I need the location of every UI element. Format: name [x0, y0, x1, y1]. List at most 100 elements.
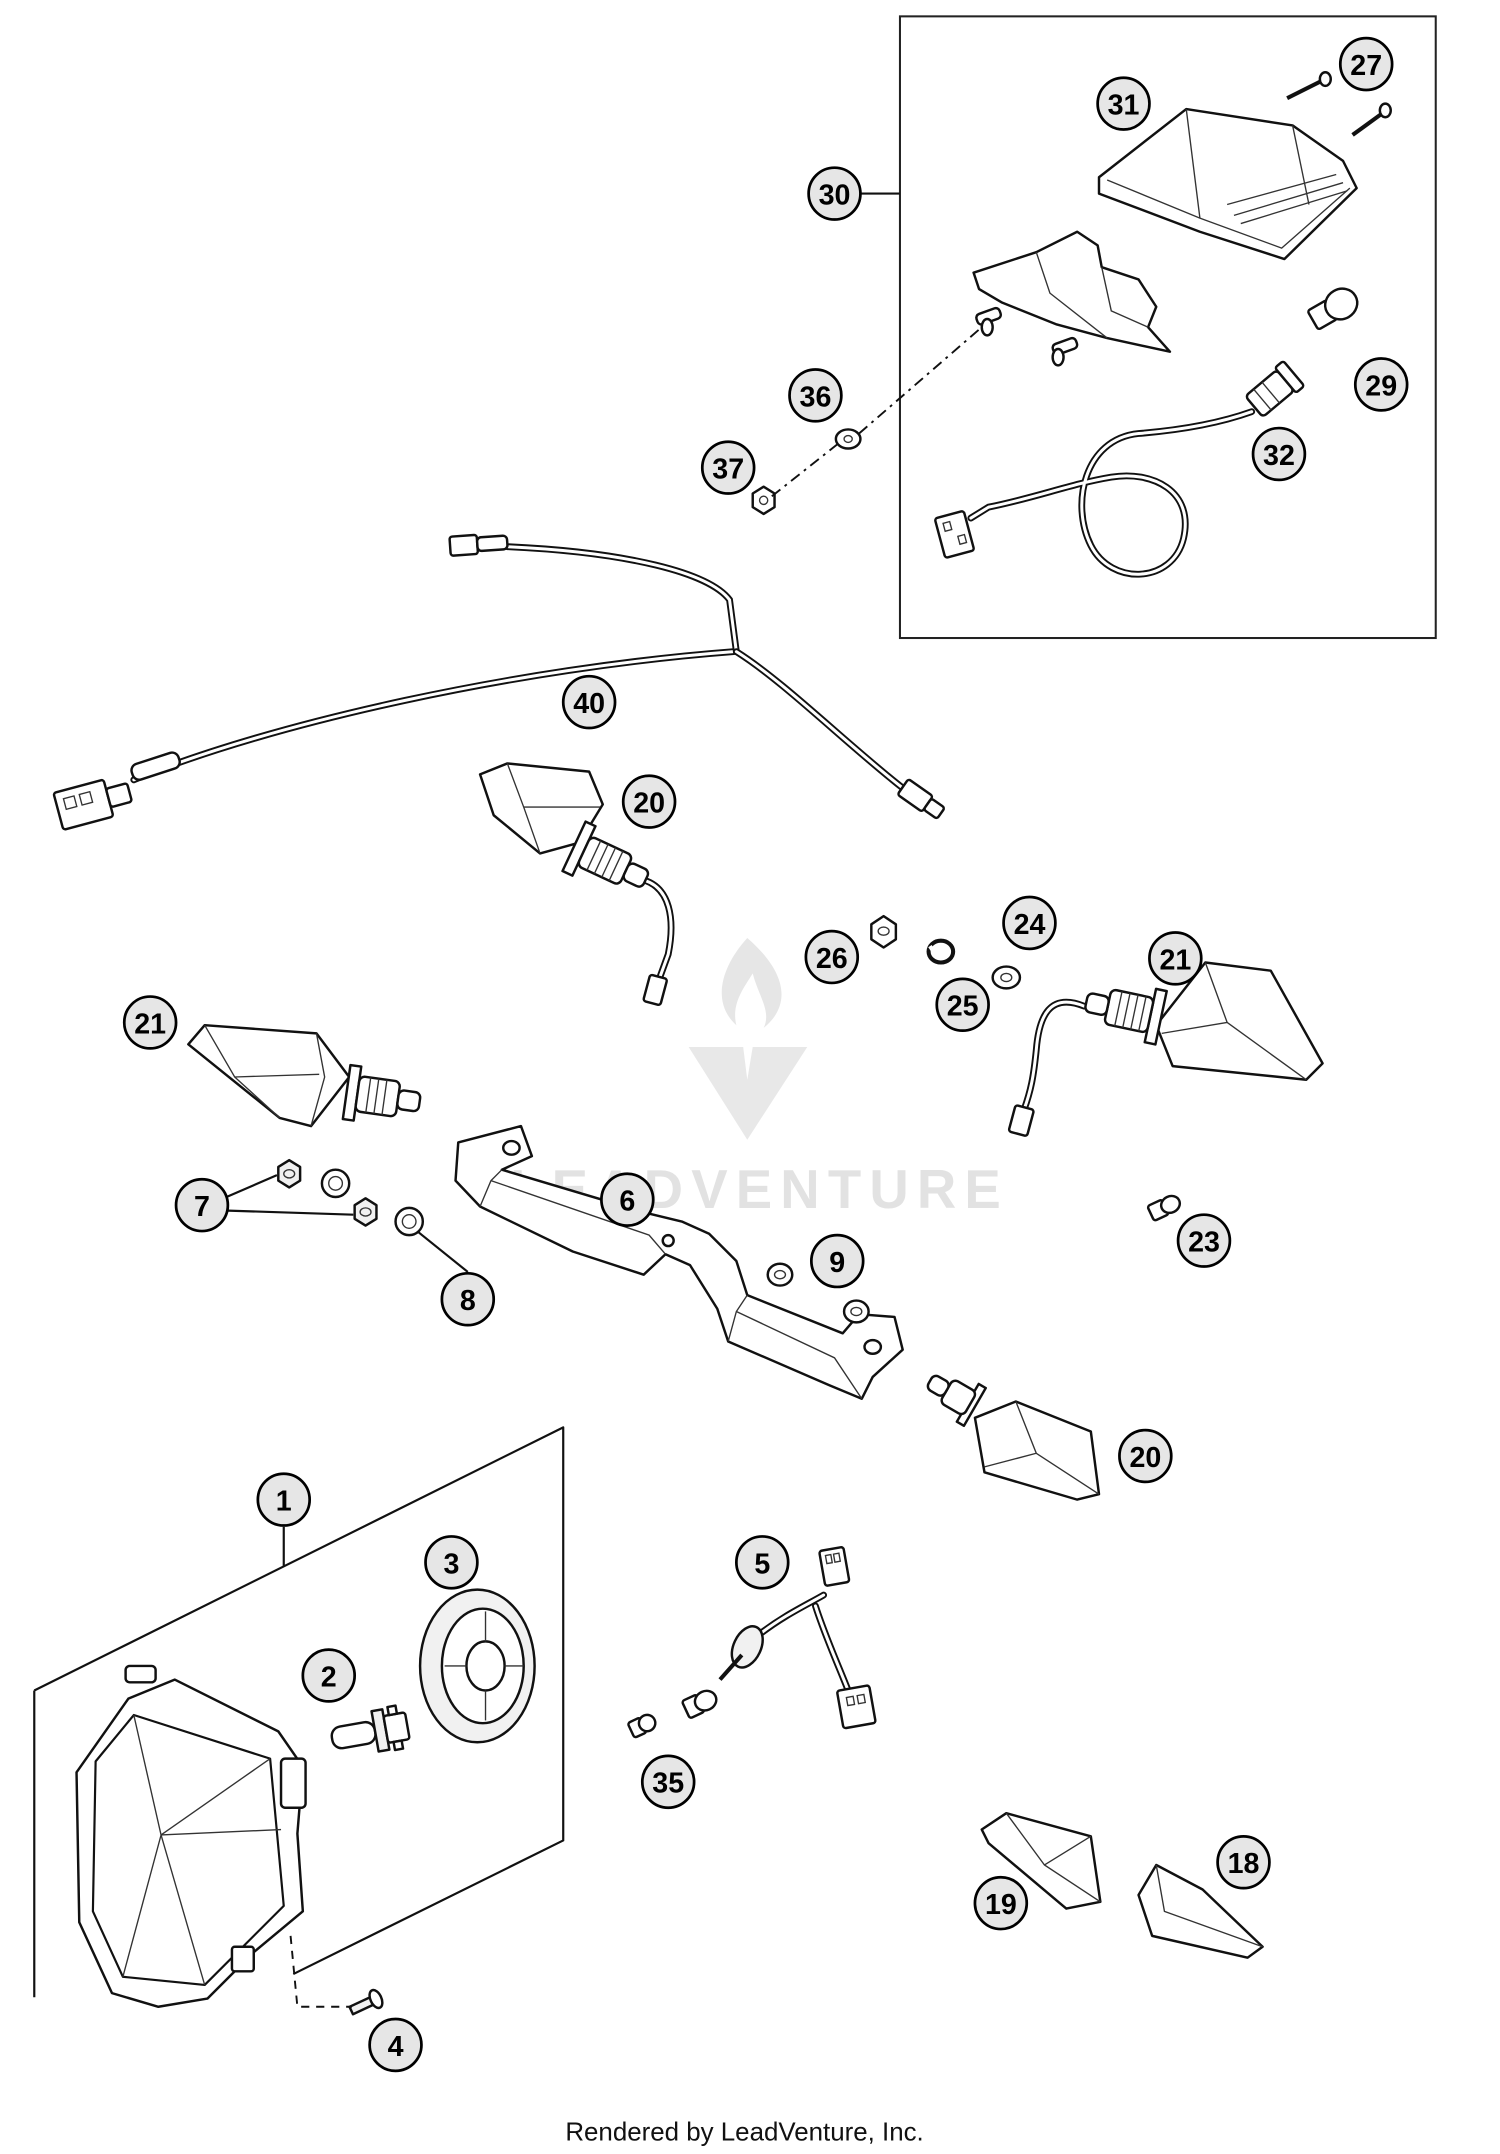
callout-26[interactable]: 26	[804, 929, 860, 985]
callout-circle	[1216, 1834, 1271, 1890]
callout-circle	[600, 1172, 655, 1227]
callout-circle	[804, 929, 860, 985]
nut-26	[870, 914, 898, 949]
callout-1[interactable]: 1	[256, 1472, 312, 1527]
callout-37[interactable]: 37	[700, 440, 756, 495]
callout-label: 4	[388, 2031, 404, 2063]
callout-label: 6	[619, 1186, 635, 1218]
turn-signal-20-lower	[926, 1374, 1101, 1501]
grommet-9-a	[766, 1262, 794, 1287]
callout-20-lower[interactable]: 20	[1118, 1428, 1173, 1484]
callout-label: 9	[829, 1247, 845, 1279]
callout-label: 29	[1365, 370, 1397, 402]
callout-19[interactable]: 19	[973, 1875, 1029, 1931]
bulb-35-b	[681, 1689, 718, 1719]
callout-31[interactable]: 31	[1096, 76, 1151, 131]
bolt-7-a	[277, 1158, 302, 1189]
callout-label: 21	[134, 1008, 166, 1040]
callout-label: 21	[1159, 944, 1191, 976]
callout-21-left[interactable]: 21	[122, 995, 178, 1050]
headlight-group-box	[33, 1426, 565, 1998]
callout-label: 20	[633, 788, 665, 820]
callout-5[interactable]: 5	[735, 1535, 790, 1590]
bolt-7-b	[353, 1197, 378, 1227]
callout-circle	[640, 1754, 696, 1810]
bulb-2	[330, 1704, 411, 1753]
assembly-line-36-37	[771, 326, 983, 497]
callout-label: 23	[1188, 1227, 1220, 1259]
callout-circle	[788, 368, 843, 423]
bulb-23	[1146, 1194, 1182, 1222]
callout-circle	[1002, 895, 1057, 951]
callout-4[interactable]: 4	[368, 2017, 423, 2073]
callout-circle	[301, 1648, 357, 1703]
grommet-8-b	[394, 1206, 425, 1237]
tail-light-group-box	[860, 15, 1437, 640]
callout-label: 24	[1014, 909, 1046, 941]
callout-24[interactable]: 24	[1002, 895, 1057, 951]
bulb-socket-wire-32	[934, 360, 1305, 578]
callout-3[interactable]: 3	[424, 1535, 479, 1590]
callout-label: 7	[194, 1191, 210, 1223]
callout-circle	[973, 1875, 1029, 1931]
callout-circle	[935, 977, 990, 1033]
callout-circle	[122, 995, 178, 1050]
callout-circle	[1338, 36, 1394, 92]
assembly-line-4	[289, 1935, 352, 2008]
bulb-29	[1307, 287, 1359, 331]
turn-signal-20-upper	[478, 762, 675, 1007]
callout-circle	[621, 774, 677, 829]
washer-36	[834, 428, 862, 450]
callout-29[interactable]: 29	[1353, 357, 1409, 412]
callout-36[interactable]: 36	[788, 368, 843, 423]
callout-label: 31	[1108, 90, 1140, 122]
cover-3	[418, 1588, 536, 1744]
callout-21-right[interactable]: 21	[1148, 931, 1203, 986]
callout-circle	[1251, 426, 1307, 482]
callout-label: 37	[712, 454, 744, 486]
callout-label: 18	[1228, 1848, 1260, 1880]
callout-35[interactable]: 35	[640, 1754, 696, 1810]
turn-signal-21-right	[1007, 961, 1324, 1137]
lens-18	[1137, 1863, 1264, 1959]
callout-circle	[1148, 931, 1203, 986]
nut-37	[751, 485, 776, 516]
callout-circle	[174, 1177, 230, 1233]
callout-23[interactable]: 23	[1176, 1213, 1232, 1268]
callout-label: 40	[573, 688, 605, 720]
callout-circle	[809, 1233, 865, 1289]
grommet-9-b	[842, 1299, 870, 1324]
washer-24	[991, 965, 1022, 990]
watermark-flame-icon	[721, 937, 782, 1028]
callout-circle	[735, 1535, 790, 1590]
callout-9[interactable]: 9	[809, 1233, 865, 1289]
callout-label: 3	[443, 1548, 459, 1580]
callout-2[interactable]: 2	[301, 1648, 357, 1703]
screw-4	[348, 1988, 384, 2016]
wiring-harness-40	[52, 533, 945, 831]
callout-label: 27	[1350, 50, 1382, 82]
callout-20-upper[interactable]: 20	[621, 774, 677, 829]
tail-light-lens-31	[1097, 107, 1358, 261]
callout-7[interactable]: 7	[174, 1177, 230, 1233]
grommet-8-a	[320, 1168, 351, 1199]
bulb-35-a	[627, 1713, 657, 1739]
callout-18[interactable]: 18	[1216, 1834, 1271, 1890]
lock-washer-25	[926, 938, 956, 965]
callout-label: 8	[460, 1285, 476, 1317]
callout-40[interactable]: 40	[561, 674, 617, 730]
callout-8[interactable]: 8	[440, 1271, 496, 1327]
callout-label: 26	[816, 943, 848, 975]
callout-30[interactable]: 30	[807, 166, 862, 221]
headlight-housing	[75, 1664, 307, 2008]
socket-wire-5	[718, 1546, 877, 1730]
callout-32[interactable]: 32	[1251, 426, 1307, 482]
tail-light-housing	[972, 230, 1172, 367]
callout-label: 35	[652, 1768, 684, 1800]
callout-label: 25	[947, 991, 979, 1023]
callout-25[interactable]: 25	[935, 977, 990, 1033]
callout-circle	[561, 674, 617, 730]
callout-6[interactable]: 6	[600, 1172, 655, 1227]
watermark-v-logo	[688, 1047, 808, 1140]
callout-27[interactable]: 27	[1338, 36, 1394, 92]
